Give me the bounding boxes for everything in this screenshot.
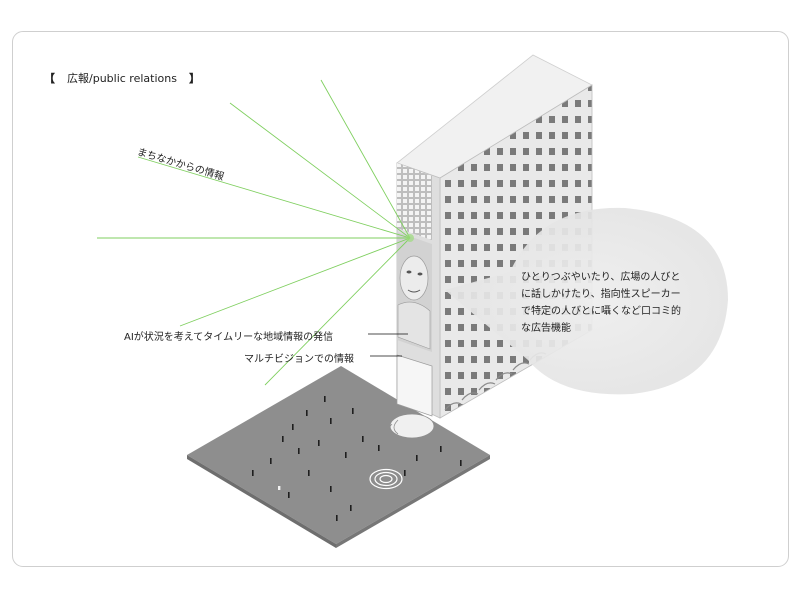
bubble-line: に話しかけたり、指向性スピーカー [521, 289, 681, 300]
multivision-grid [397, 163, 432, 240]
ray [320, 79, 411, 239]
heading-title-jp: 広報 [67, 72, 89, 85]
ray [179, 237, 411, 327]
bubble-line: な広告機能 [521, 323, 571, 334]
label-ai-info: AIが状況を考えてタイムリーな地域情報の発信 [124, 332, 334, 343]
bubble-line: で特定の人びとに囁くなど口コミ的 [521, 306, 681, 317]
heading-bracket-open: 【 [44, 72, 55, 85]
bubble-text: ひとりつぶやいたり、広場の人びと に話しかけたり、指向性スピーカー で特定の人び… [521, 269, 721, 337]
speech-bubble [445, 207, 728, 395]
plaza-people [252, 396, 462, 521]
emitter-point [406, 234, 414, 242]
bubble-line: ひとりつぶやいたり、広場の人びと [521, 272, 681, 283]
multivision-screen-lower [396, 354, 433, 417]
hand-sculpture [389, 413, 435, 439]
ray [137, 156, 411, 239]
label-multivision: マルチビジョンでの情報 [244, 354, 354, 365]
sound-rings [369, 468, 403, 490]
plaza-ground [187, 366, 490, 548]
leader-lines [368, 333, 408, 357]
face-screen [397, 232, 432, 352]
ray [229, 102, 411, 239]
heading-title-en: public relations [92, 72, 177, 85]
info-rays [97, 79, 411, 386]
ray [264, 237, 411, 386]
heading-separator: / [89, 72, 93, 85]
heading-bracket-close: 】 [188, 72, 200, 85]
section-heading: 【広報/public relations 】 [44, 70, 200, 86]
